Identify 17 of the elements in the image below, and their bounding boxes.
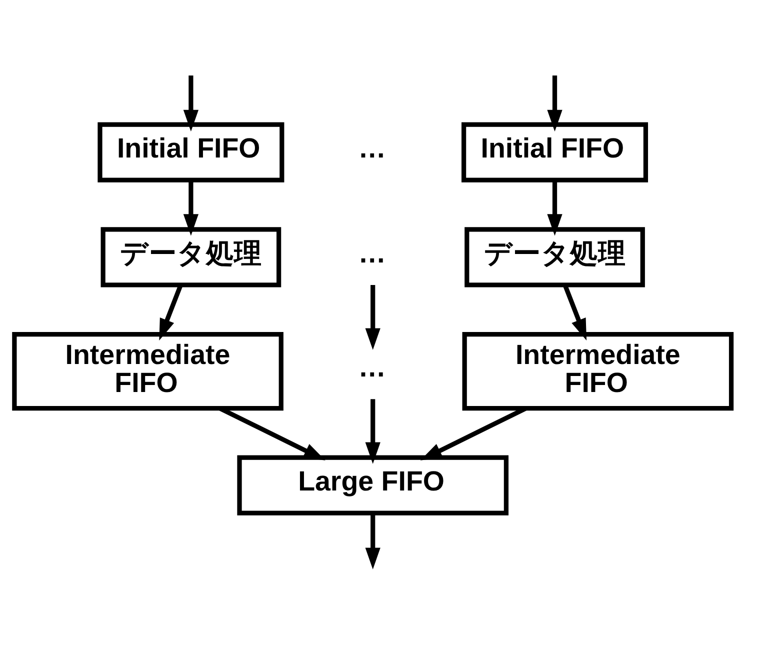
arrow [365,284,380,350]
node-box: Intermediate FIFO [462,331,734,410]
node-text: … [358,351,386,382]
arrow [547,180,562,236]
arrow [365,398,380,464]
node-box: Initial FIFO [98,122,284,182]
arrow [547,75,562,132]
node-box: Large FIFO [237,454,509,515]
arrow [183,180,199,236]
node-box: Initial FIFO [462,122,648,182]
arrow [183,75,199,132]
node-box: Intermediate FIFO [12,331,284,410]
node-text: … [358,132,386,164]
node-box: データ処理 [464,226,645,287]
node-text: … [358,236,386,268]
arrow [365,512,380,569]
node-box: データ処理 [100,226,282,287]
